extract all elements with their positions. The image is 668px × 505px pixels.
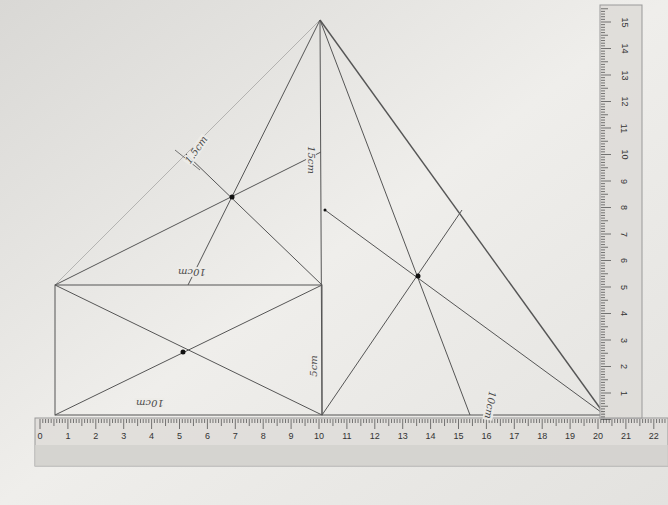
ruler-number: 19 bbox=[565, 432, 575, 441]
right-ruler bbox=[600, 5, 642, 420]
ruler-number: 11 bbox=[342, 432, 351, 441]
ruler-number: 9 bbox=[289, 432, 294, 441]
ruler-number: 15 bbox=[619, 17, 628, 27]
ruler-number: 6 bbox=[619, 258, 628, 263]
ruler-number: 17 bbox=[509, 432, 519, 441]
ruler-number: 13 bbox=[619, 70, 628, 80]
construction-lines bbox=[55, 20, 605, 415]
ruler-number: 4 bbox=[619, 311, 628, 316]
ruler-number: 12 bbox=[619, 96, 628, 106]
ruler-number: 7 bbox=[619, 231, 628, 236]
ruler-number: 11 bbox=[620, 123, 629, 132]
ruler-number: 3 bbox=[619, 337, 628, 342]
ruler-number: 5 bbox=[177, 432, 182, 441]
ruler-number: 0 bbox=[37, 432, 42, 441]
centroid-dots bbox=[181, 195, 421, 355]
ruler-number: 4 bbox=[149, 432, 154, 441]
ruler-number: 20 bbox=[593, 432, 603, 441]
dimension-label: 15cm bbox=[306, 145, 316, 175]
ruler-number: 12 bbox=[370, 432, 380, 441]
dimension-label: 1.5cm bbox=[182, 134, 209, 167]
ruler-number: 14 bbox=[426, 432, 436, 441]
ruler-number: 14 bbox=[619, 43, 628, 53]
ruler-number: 2 bbox=[93, 432, 98, 441]
dimension-label: 10cm bbox=[482, 389, 497, 420]
ruler-number: 2 bbox=[619, 364, 628, 369]
ruler-number: 8 bbox=[261, 432, 266, 441]
ruler-number: 3 bbox=[121, 432, 126, 441]
ruler-number: 7 bbox=[233, 432, 238, 441]
ruler-number: 21 bbox=[621, 432, 631, 441]
ruler-number: 8 bbox=[619, 205, 628, 210]
dimension-label: 5cm bbox=[309, 354, 319, 377]
ruler-number: 16 bbox=[481, 432, 491, 441]
dimension-label: 10cm bbox=[135, 398, 165, 408]
ruler-number: 10 bbox=[619, 149, 628, 159]
ruler-number: 1 bbox=[65, 432, 70, 441]
ruler-number: 15 bbox=[453, 432, 463, 441]
rectangle bbox=[55, 285, 322, 415]
ruler-number: 1 bbox=[619, 390, 628, 395]
ruler-number: 22 bbox=[649, 432, 659, 441]
ruler-number: 9 bbox=[619, 178, 628, 183]
dimension-label: 10cm bbox=[177, 267, 207, 277]
ruler-number: 6 bbox=[205, 432, 210, 441]
ruler-number: 18 bbox=[537, 432, 547, 441]
bottom-ruler bbox=[35, 418, 668, 466]
ruler-number: 10 bbox=[314, 432, 324, 441]
ruler-number: 5 bbox=[619, 284, 628, 289]
ruler-number: 13 bbox=[398, 432, 408, 441]
